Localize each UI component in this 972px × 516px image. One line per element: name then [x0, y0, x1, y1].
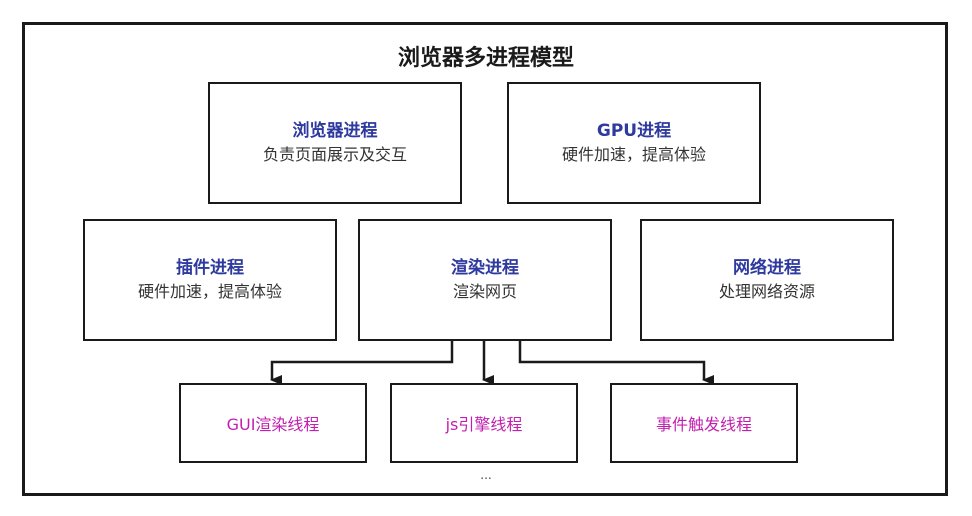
arrow-to-gui-thread	[270, 341, 454, 385]
js-engine-thread-box: js引擎线程	[390, 383, 578, 463]
plugin-process-desc: 硬件加速，提高体验	[137, 282, 282, 301]
gpu-process-name: GPU进程	[596, 121, 672, 141]
plugin-process-name: 插件进程	[176, 258, 244, 278]
renderer-process-name: 渲染进程	[451, 258, 519, 278]
network-process-name: 网络进程	[733, 258, 801, 278]
js-engine-thread-label: js引擎线程	[445, 415, 523, 434]
network-process-box: 网络进程 处理网络资源	[640, 219, 894, 341]
browser-process-name: 浏览器进程	[292, 121, 378, 141]
browser-process-desc: 负责页面展示及交互	[262, 145, 407, 164]
browser-process-box: 浏览器进程 负责页面展示及交互	[208, 82, 462, 204]
renderer-process-desc: 渲染网页	[452, 282, 517, 301]
renderer-process-box: 渲染进程 渲染网页	[358, 219, 612, 341]
gui-render-thread-box: GUI渲染线程	[179, 383, 367, 463]
plugin-process-box: 插件进程 硬件加速，提高体验	[83, 219, 337, 341]
more-threads-ellipsis: ...	[480, 468, 492, 482]
network-process-desc: 处理网络资源	[718, 282, 815, 301]
gpu-process-desc: 硬件加速，提高体验	[561, 145, 706, 164]
gpu-process-box: GPU进程 硬件加速，提高体验	[507, 82, 761, 204]
event-trigger-thread-label: 事件触发线程	[655, 415, 752, 434]
diagram-title: 浏览器多进程模型	[397, 46, 574, 71]
gui-render-thread-label: GUI渲染线程	[226, 415, 320, 434]
event-trigger-thread-box: 事件触发线程	[610, 383, 798, 463]
diagram-frame	[22, 22, 948, 496]
arrow-to-event-thread	[518, 341, 714, 385]
